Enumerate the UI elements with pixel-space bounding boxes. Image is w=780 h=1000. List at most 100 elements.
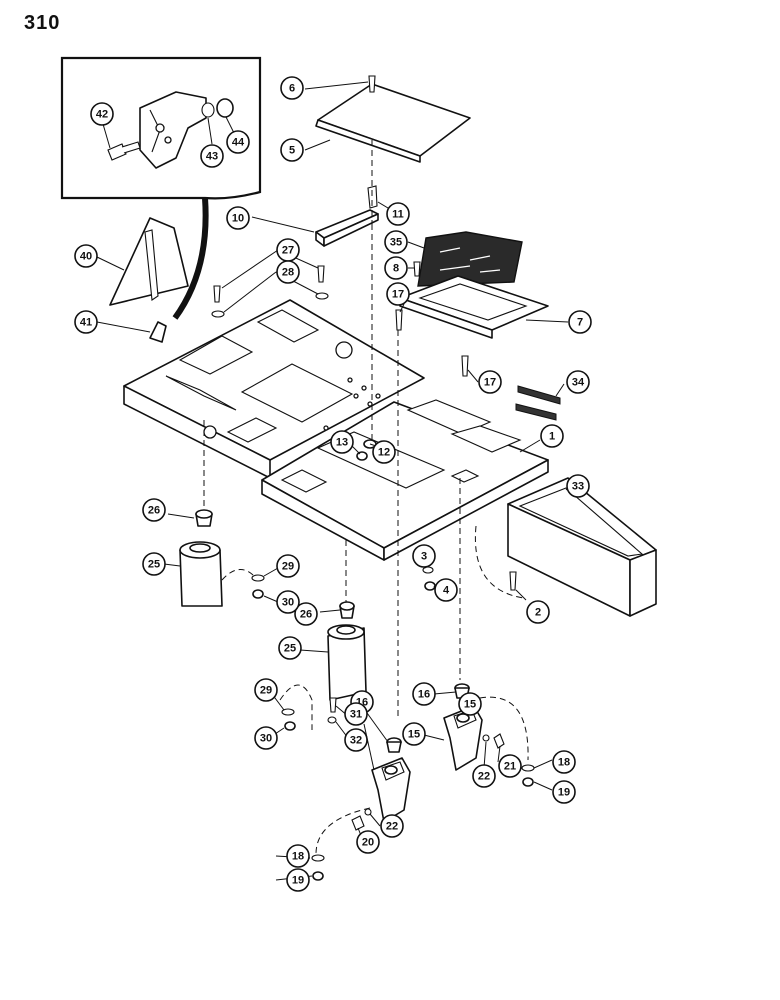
callout-label: 28 <box>282 267 294 279</box>
washer-29-b <box>281 708 295 716</box>
callout-circle <box>402 722 426 746</box>
box-33 <box>507 477 657 617</box>
callout-label: 4 <box>443 585 450 597</box>
callout-circle <box>552 780 576 804</box>
callout-30: 30 <box>276 590 300 614</box>
page-number: 310 <box>24 12 61 34</box>
screw-21 <box>493 733 505 749</box>
callout-label: 26 <box>300 609 312 621</box>
callout-label: 7 <box>577 317 583 329</box>
callout-circle <box>90 102 114 126</box>
callout-circle <box>472 764 496 788</box>
callout-circle <box>478 370 502 394</box>
callout-41: 41 <box>74 310 98 334</box>
callout-31: 31 <box>344 702 368 726</box>
callout-circle <box>344 702 368 726</box>
callout-circle <box>434 578 458 602</box>
isolator-25-b <box>327 624 367 701</box>
screw-31 <box>329 697 337 713</box>
callout-17: 17 <box>386 282 410 306</box>
callout-label: 25 <box>284 643 296 655</box>
callout-label: 43 <box>206 151 218 163</box>
callout-label: 20 <box>362 837 374 849</box>
callout-circle <box>142 552 166 576</box>
bracket-15-b <box>371 757 411 823</box>
washer-32 <box>327 716 337 724</box>
callout-label: 8 <box>393 263 399 275</box>
callout-label: 32 <box>350 735 362 747</box>
nut-19-a <box>522 777 534 787</box>
callout-25: 25 <box>278 636 302 660</box>
nut-22-b <box>364 808 372 816</box>
callout-label: 22 <box>386 821 398 833</box>
callout-12: 12 <box>372 440 396 464</box>
callout-circle <box>568 310 592 334</box>
callout-label: 29 <box>282 561 294 573</box>
callout-circle <box>386 202 410 226</box>
callout-22: 22 <box>472 764 496 788</box>
grommet-16-b-body <box>386 741 402 753</box>
callout-label: 17 <box>484 377 496 389</box>
callout-label: 3 <box>421 551 427 563</box>
callout-8: 8 <box>384 256 408 280</box>
callout-43: 43 <box>200 144 224 168</box>
isolator-25-a <box>179 541 223 607</box>
callout-label: 31 <box>350 709 362 721</box>
callout-label: 33 <box>572 481 584 493</box>
callout-label: 16 <box>418 689 430 701</box>
bracket-41 <box>96 321 167 343</box>
callout-circle <box>498 754 522 778</box>
callout-label: 27 <box>282 245 294 257</box>
callout-circle <box>286 844 310 868</box>
callout-circle <box>74 310 98 334</box>
callout-label: 13 <box>336 437 348 449</box>
pad-35 <box>407 231 523 287</box>
callout-circle <box>344 728 368 752</box>
callout-5: 5 <box>280 138 304 162</box>
callout-circle <box>294 602 318 626</box>
callout-26: 26 <box>294 602 318 626</box>
bolts-27-28 <box>211 249 329 318</box>
callout-label: 26 <box>148 505 160 517</box>
callout-label: 19 <box>558 787 570 799</box>
callout-label: 19 <box>292 875 304 887</box>
callout-11: 11 <box>386 202 410 226</box>
callout-circle <box>254 726 278 750</box>
callout-18: 18 <box>552 750 576 774</box>
screw-17-a <box>395 309 403 331</box>
callout-circle <box>356 830 380 854</box>
callout-circle <box>386 282 410 306</box>
callout-32: 32 <box>344 728 368 752</box>
callout-27: 27 <box>276 238 300 262</box>
callout-label: 22 <box>478 771 490 783</box>
callout-21: 21 <box>498 754 522 778</box>
callout-3: 3 <box>412 544 436 568</box>
cover-plate-5 <box>304 75 471 163</box>
callout-label: 18 <box>292 851 304 863</box>
washer-18-b <box>311 854 325 862</box>
callout-13: 13 <box>330 430 354 454</box>
callout-circle <box>276 590 300 614</box>
callout-circle <box>372 440 396 464</box>
grommet-26-b-top <box>339 601 355 611</box>
callout-circle <box>330 430 354 454</box>
nut-30-b <box>284 721 296 731</box>
nut-19-b <box>312 871 324 881</box>
callout-28: 28 <box>276 260 300 284</box>
callout-circle <box>226 130 250 154</box>
callout-6: 6 <box>280 76 304 100</box>
callout-label: 30 <box>282 597 294 609</box>
callout-label: 21 <box>504 761 516 773</box>
callout-label: 29 <box>260 685 272 697</box>
callout-label: 42 <box>96 109 108 121</box>
callout-16: 16 <box>412 682 436 706</box>
callout-1: 1 <box>540 424 564 448</box>
nut-22-a <box>482 734 490 742</box>
washer-18-a <box>521 764 535 772</box>
callout-15: 15 <box>458 692 482 716</box>
callout-circle <box>226 206 250 230</box>
callout-label: 40 <box>80 251 92 263</box>
lock-strip-34 <box>515 383 565 421</box>
callout-15: 15 <box>402 722 426 746</box>
